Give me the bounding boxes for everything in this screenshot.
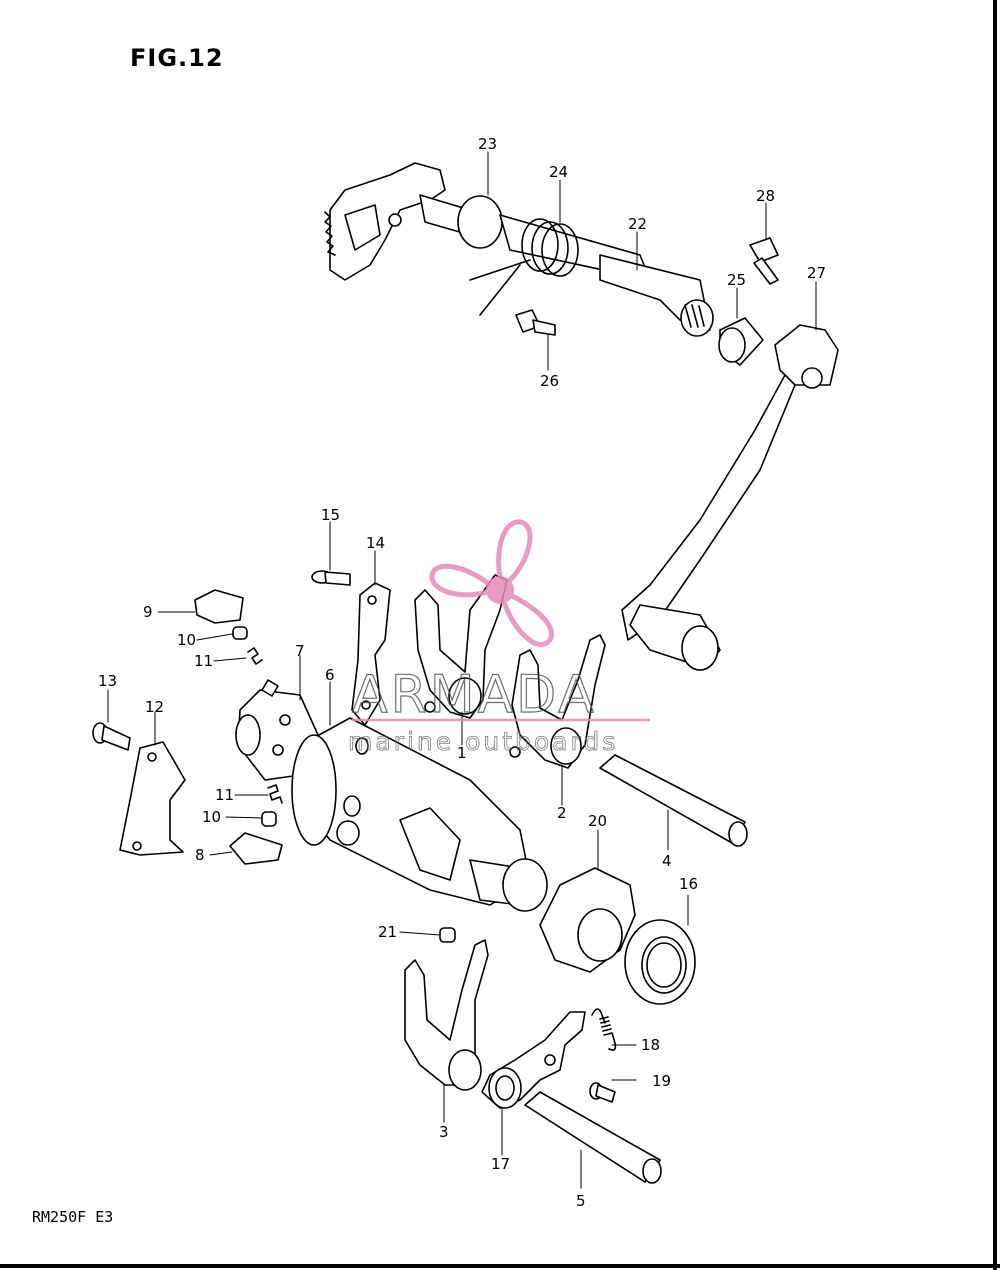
callout-28: 28 — [756, 187, 775, 205]
screw-15 — [311, 570, 351, 586]
callout-4: 4 — [662, 852, 672, 870]
callout-27: 27 — [807, 264, 826, 282]
spring-11 — [247, 647, 263, 665]
callout-14: 14 — [366, 534, 385, 552]
fork-shaft-5 — [524, 1091, 662, 1184]
pin-10-lower — [261, 811, 277, 827]
callout-15: 15 — [321, 506, 340, 524]
return-spring — [469, 218, 579, 316]
frame-border-right — [993, 0, 997, 1270]
propeller-logo — [429, 519, 554, 647]
pawl-8 — [229, 832, 283, 865]
callout-10: 10 — [177, 631, 196, 649]
callout-23: 23 — [478, 135, 497, 153]
pawl-9 — [194, 589, 244, 624]
cam-guide-20 — [539, 867, 636, 973]
callout-7: 7 — [295, 642, 305, 660]
callout-24: 24 — [549, 163, 568, 181]
spring-18 — [591, 1008, 617, 1051]
model-code: RM250F E3 — [32, 1208, 114, 1226]
callout-18: 18 — [641, 1036, 660, 1054]
callout-9: 9 — [143, 603, 153, 621]
callout-17: 17 — [491, 1155, 510, 1173]
callout-20: 20 — [588, 812, 607, 830]
pin-21 — [439, 927, 456, 943]
callout-22: 22 — [628, 215, 647, 233]
callout-19: 19 — [652, 1072, 671, 1090]
gear-shift-lever — [621, 324, 839, 671]
shift-arm-17 — [481, 1011, 586, 1109]
callout-16: 16 — [679, 875, 698, 893]
callout-25: 25 — [727, 271, 746, 289]
shift-fork-3 — [404, 939, 489, 1091]
callout-12: 12 — [145, 698, 164, 716]
shift-fork-1 — [414, 574, 508, 719]
bolt-19 — [589, 1082, 616, 1103]
frame-border-bottom — [0, 1264, 1000, 1268]
screw-13 — [92, 722, 131, 751]
callout-10-lower: 10 — [202, 808, 221, 826]
bolt-26 — [515, 309, 556, 336]
spring-11-lower — [267, 784, 283, 804]
shift-drum-6 — [291, 717, 548, 912]
fork-shaft-4 — [599, 754, 748, 847]
pin-10 — [232, 626, 248, 640]
watermark-brand: ARMADA — [352, 665, 597, 725]
plate-14 — [351, 582, 391, 726]
callout-5: 5 — [576, 1192, 586, 1210]
callout-6: 6 — [325, 666, 335, 684]
bearing-16 — [624, 919, 696, 1005]
callout-13: 13 — [98, 672, 117, 690]
callout-2: 2 — [557, 804, 567, 822]
callout-21: 21 — [378, 923, 397, 941]
collar-25 — [718, 317, 764, 366]
callout-26: 26 — [540, 372, 559, 390]
figure-title: FIG.12 — [130, 44, 224, 72]
callout-11-lower: 11 — [215, 786, 234, 804]
watermark: ARMADA marine outboards — [348, 519, 650, 756]
gear-shift-shaft — [324, 162, 714, 337]
stopper-plate-12 — [119, 741, 186, 856]
callout-11: 11 — [194, 652, 213, 670]
callout-labels: 23 24 22 28 25 27 26 15 14 9 10 11 7 6 1… — [98, 135, 826, 1210]
callout-1: 1 — [457, 744, 467, 762]
callout-8: 8 — [195, 846, 205, 864]
callout-3: 3 — [439, 1123, 449, 1141]
shift-fork-2 — [509, 634, 606, 769]
watermark-tagline: marine outboards — [348, 727, 618, 756]
bolt-28 — [749, 237, 779, 285]
